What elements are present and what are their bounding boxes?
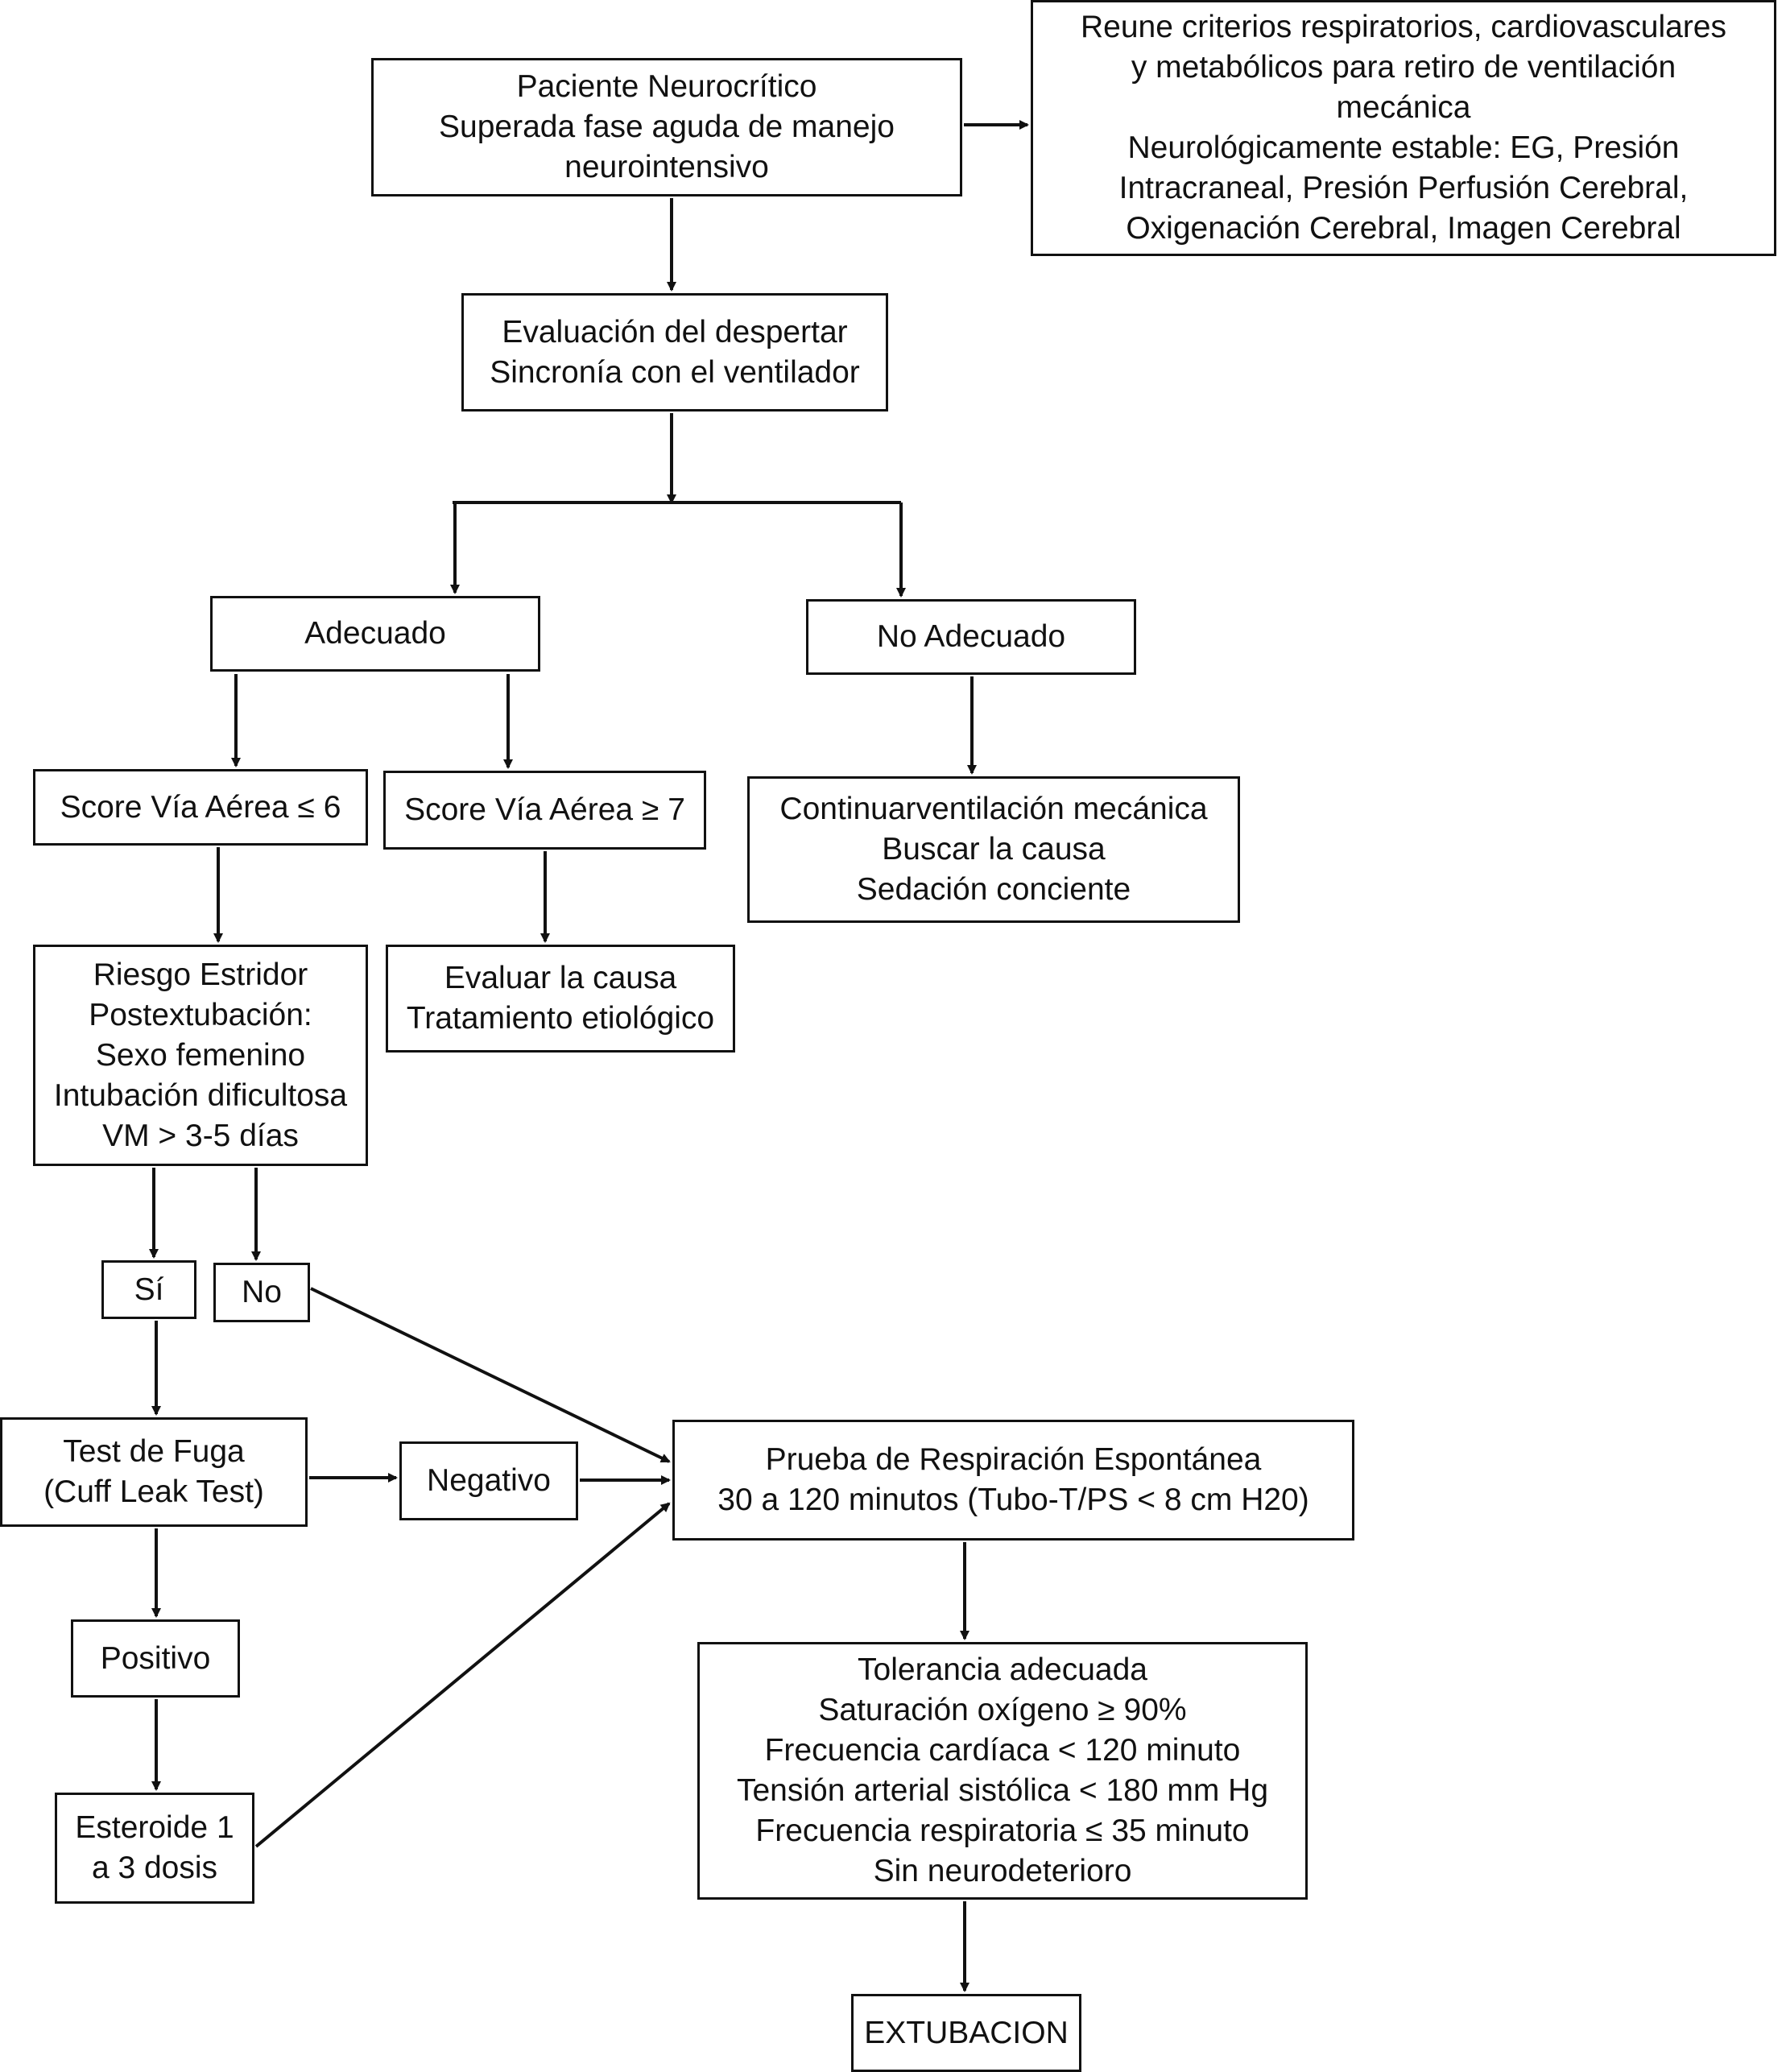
node-text-line: Sí	[134, 1272, 164, 1307]
node-text-line: Neurológicamente estable: EG, Presión	[1127, 130, 1680, 165]
node-text-line: Test de Fuga	[63, 1434, 245, 1469]
node-esteroide: Esteroide 1 a 3 dosis	[55, 1793, 254, 1904]
node-text-line: Frecuencia respiratoria ≤ 35 minuto	[755, 1814, 1250, 1848]
node-text-line: Adecuado	[304, 616, 446, 651]
node-text-line: Reune criterios respiratorios, cardiovas…	[1081, 10, 1726, 44]
node-text-line: Sedación conciente	[856, 872, 1131, 907]
conn-esteroide-prueba	[254, 1502, 671, 1848]
node-text-line: No Adecuado	[876, 619, 1066, 654]
node-text-line: Saturación oxígeno ≥ 90%	[818, 1693, 1187, 1727]
node-text-line: Continuarventilación mecánica	[779, 792, 1208, 826]
node-text-line: Intracraneal, Presión Perfusión Cerebral…	[1118, 171, 1689, 205]
node-text-line: Intubación dificultosa	[53, 1077, 348, 1113]
node-positivo: Positivo	[71, 1619, 240, 1698]
node-text-line: (Cuff Leak Test)	[43, 1474, 264, 1509]
node-text-line: Sincronía con el ventilador	[490, 354, 860, 390]
node-no-adecuado: No Adecuado	[806, 599, 1136, 675]
node-text-line: Evaluar la causa	[444, 961, 677, 995]
node-text-line: Oxigenación Cerebral, Imagen Cerebral	[1126, 211, 1681, 246]
node-text-line: Buscar la causa	[882, 832, 1106, 866]
conn-no-prueba	[310, 1287, 671, 1463]
node-text-line: neurointensivo	[564, 150, 769, 184]
node-text-line: Tratamiento etiológico	[406, 1001, 715, 1036]
node-test-fuga: Test de Fuga (Cuff Leak Test)	[0, 1417, 308, 1527]
node-text-line: Tensión arterial sistólica < 180 mm Hg	[736, 1773, 1269, 1808]
node-score-le6: Score Vía Aérea ≤ 6	[33, 769, 368, 846]
node-text-line: y metabólicos para retiro de ventilación	[1131, 50, 1676, 85]
node-si: Sí	[101, 1260, 196, 1319]
node-text-line: a 3 dosis	[91, 1851, 218, 1885]
node-adecuado: Adecuado	[210, 596, 540, 672]
node-text-line: Score Vía Aérea ≤ 6	[60, 789, 341, 825]
node-text-line: Evaluación del despertar	[502, 314, 848, 349]
node-text-line: Superada fase aguda de manejo	[439, 110, 895, 144]
node-text-line: Negativo	[427, 1463, 551, 1498]
node-text-line: VM > 3-5 días	[102, 1118, 299, 1153]
node-no: No	[213, 1263, 310, 1322]
node-negativo: Negativo	[399, 1441, 578, 1520]
node-text-line: Sin neurodeterioro	[873, 1854, 1132, 1888]
node-criterios: Reune criterios respiratorios, cardiovas…	[1031, 0, 1776, 256]
node-text-line: Paciente Neurocrítico	[516, 69, 817, 104]
node-text-line: Sexo femenino	[95, 1037, 306, 1073]
node-text-line: Score Vía Aérea ≥ 7	[404, 792, 685, 827]
node-text-line: EXTUBACION	[864, 2015, 1069, 2050]
node-extubacion: EXTUBACION	[851, 1994, 1081, 2072]
node-text-line: Riesgo Estridor	[93, 957, 308, 992]
node-text-line: No	[242, 1275, 282, 1309]
node-text-line: Positivo	[100, 1640, 211, 1676]
node-text-line: Postextubación:	[89, 997, 312, 1032]
node-text-line: mecánica	[1336, 90, 1471, 125]
node-prueba: Prueba de Respiración Espontánea 30 a 120…	[672, 1420, 1354, 1541]
node-text-line: 30 a 120 minutos (Tubo-T/PS < 8 cm H20)	[717, 1483, 1309, 1517]
node-text-line: Frecuencia cardíaca < 120 minuto	[764, 1733, 1241, 1768]
node-text-line: Tolerancia adecuada	[858, 1652, 1147, 1687]
node-score-ge7: Score Vía Aérea ≥ 7	[383, 771, 706, 850]
node-text-line: Prueba de Respiración Espontánea	[765, 1442, 1262, 1477]
node-text-line: Esteroide 1	[75, 1810, 234, 1845]
